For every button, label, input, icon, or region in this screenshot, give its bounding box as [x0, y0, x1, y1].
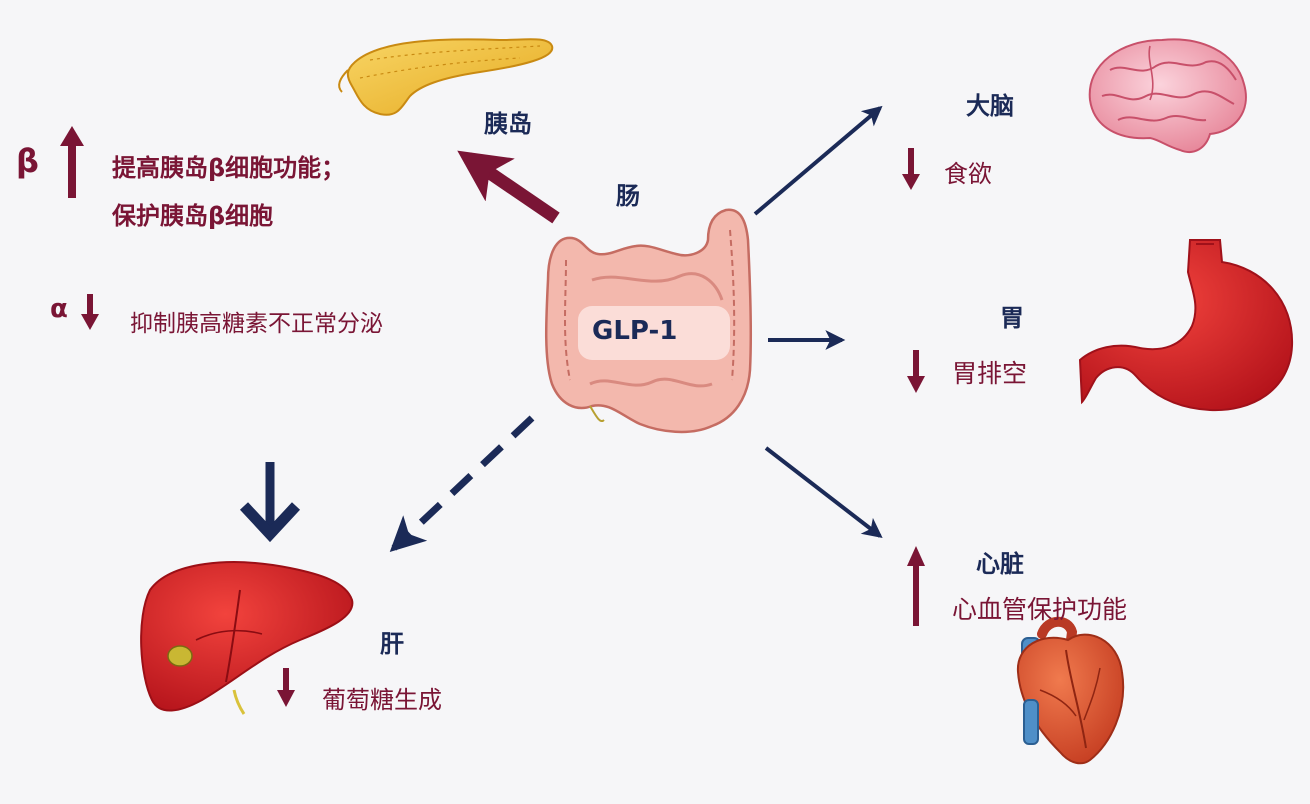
appetite-down-arrow-icon	[902, 148, 920, 190]
stomach-illustration	[1078, 239, 1294, 412]
glucose-production-effect: 葡萄糖生成	[322, 686, 442, 714]
pancreas-illustration	[338, 38, 554, 116]
beta-effect-2: 保护胰岛β细胞	[112, 202, 274, 230]
heart-illustration	[1016, 616, 1125, 765]
alpha-symbol: α	[50, 294, 68, 324]
arrow-to-pancreas	[457, 150, 560, 224]
brain-label: 大脑	[966, 92, 1014, 120]
glp1-label: GLP-1	[592, 316, 678, 346]
heart-up-arrow-icon	[907, 546, 925, 626]
arrow-to-brain	[753, 105, 883, 216]
gastric-emptying-effect: 胃排空	[952, 359, 1028, 388]
arrow-to-liver-dashed	[389, 415, 535, 552]
stomach-label: 胃	[1000, 304, 1024, 332]
beta-symbol: β	[16, 142, 39, 180]
gastric-emptying-down-arrow-icon	[907, 350, 925, 393]
pancreas-label: 胰岛	[484, 110, 532, 138]
liver-illustration	[140, 561, 354, 715]
beta-up-arrow-icon	[60, 126, 84, 198]
arrow-to-heart	[764, 446, 883, 539]
appetite-effect: 食欲	[944, 160, 992, 188]
down-arrow-icon	[239, 462, 301, 543]
intestine-label: 肠	[616, 182, 640, 210]
alpha-down-arrow-icon	[81, 294, 99, 330]
glucose-down-arrow-icon	[277, 668, 295, 707]
cardiovascular-effect: 心血管保护功能	[952, 595, 1128, 624]
intestine-illustration	[544, 208, 753, 434]
beta-effect-1: 提高胰岛β细胞功能；	[112, 154, 346, 182]
alpha-effect: 抑制胰高糖素不正常分泌	[130, 311, 383, 337]
brain-illustration	[1088, 38, 1247, 153]
liver-label: 肝	[380, 630, 404, 658]
heart-label: 心脏	[976, 550, 1024, 578]
